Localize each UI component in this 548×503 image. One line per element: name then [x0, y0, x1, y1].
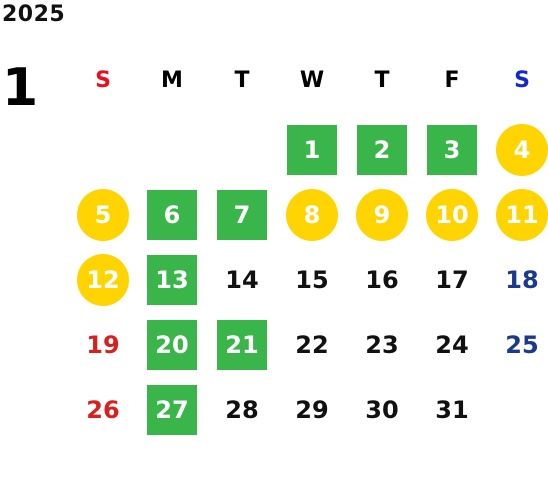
calendar-day-15[interactable]: 15: [295, 266, 329, 294]
calendar-day-14[interactable]: 14: [225, 266, 259, 294]
calendar-day-13[interactable]: 13: [147, 255, 197, 305]
calendar-day-31[interactable]: 31: [435, 396, 469, 424]
calendar-day-19[interactable]: 19: [86, 331, 120, 359]
calendar-day-4[interactable]: 4: [496, 124, 548, 176]
weekday-header: S: [514, 68, 530, 93]
calendar-day-11[interactable]: 11: [496, 189, 548, 241]
calendar-day-26[interactable]: 26: [86, 396, 120, 424]
calendar-day-18[interactable]: 18: [505, 266, 539, 294]
calendar-day-8[interactable]: 8: [286, 189, 338, 241]
calendar-year: 2025: [2, 2, 66, 27]
calendar-day-22[interactable]: 22: [295, 331, 329, 359]
calendar-day-1[interactable]: 1: [287, 125, 337, 175]
calendar-day-21[interactable]: 21: [217, 320, 267, 370]
calendar-day-29[interactable]: 29: [295, 396, 329, 424]
calendar-day-30[interactable]: 30: [365, 396, 399, 424]
calendar-day-10[interactable]: 10: [426, 189, 478, 241]
calendar-day-7[interactable]: 7: [217, 190, 267, 240]
calendar-month: 1: [2, 58, 39, 118]
calendar-day-20[interactable]: 20: [147, 320, 197, 370]
calendar-day-28[interactable]: 28: [225, 396, 259, 424]
weekday-header: T: [234, 68, 250, 93]
weekday-header: M: [161, 68, 183, 93]
calendar-day-27[interactable]: 27: [147, 385, 197, 435]
calendar-day-6[interactable]: 6: [147, 190, 197, 240]
weekday-header: T: [374, 68, 390, 93]
calendar-day-5[interactable]: 5: [77, 189, 129, 241]
calendar-day-3[interactable]: 3: [427, 125, 477, 175]
calendar-day-2[interactable]: 2: [357, 125, 407, 175]
calendar-day-16[interactable]: 16: [365, 266, 399, 294]
calendar-day-23[interactable]: 23: [365, 331, 399, 359]
weekday-header: W: [299, 68, 325, 93]
calendar-day-24[interactable]: 24: [435, 331, 469, 359]
weekday-header: F: [444, 68, 460, 93]
weekday-header: S: [95, 68, 111, 93]
calendar-day-17[interactable]: 17: [435, 266, 469, 294]
calendar-day-12[interactable]: 12: [77, 254, 129, 306]
calendar-day-9[interactable]: 9: [356, 189, 408, 241]
calendar-day-25[interactable]: 25: [505, 331, 539, 359]
